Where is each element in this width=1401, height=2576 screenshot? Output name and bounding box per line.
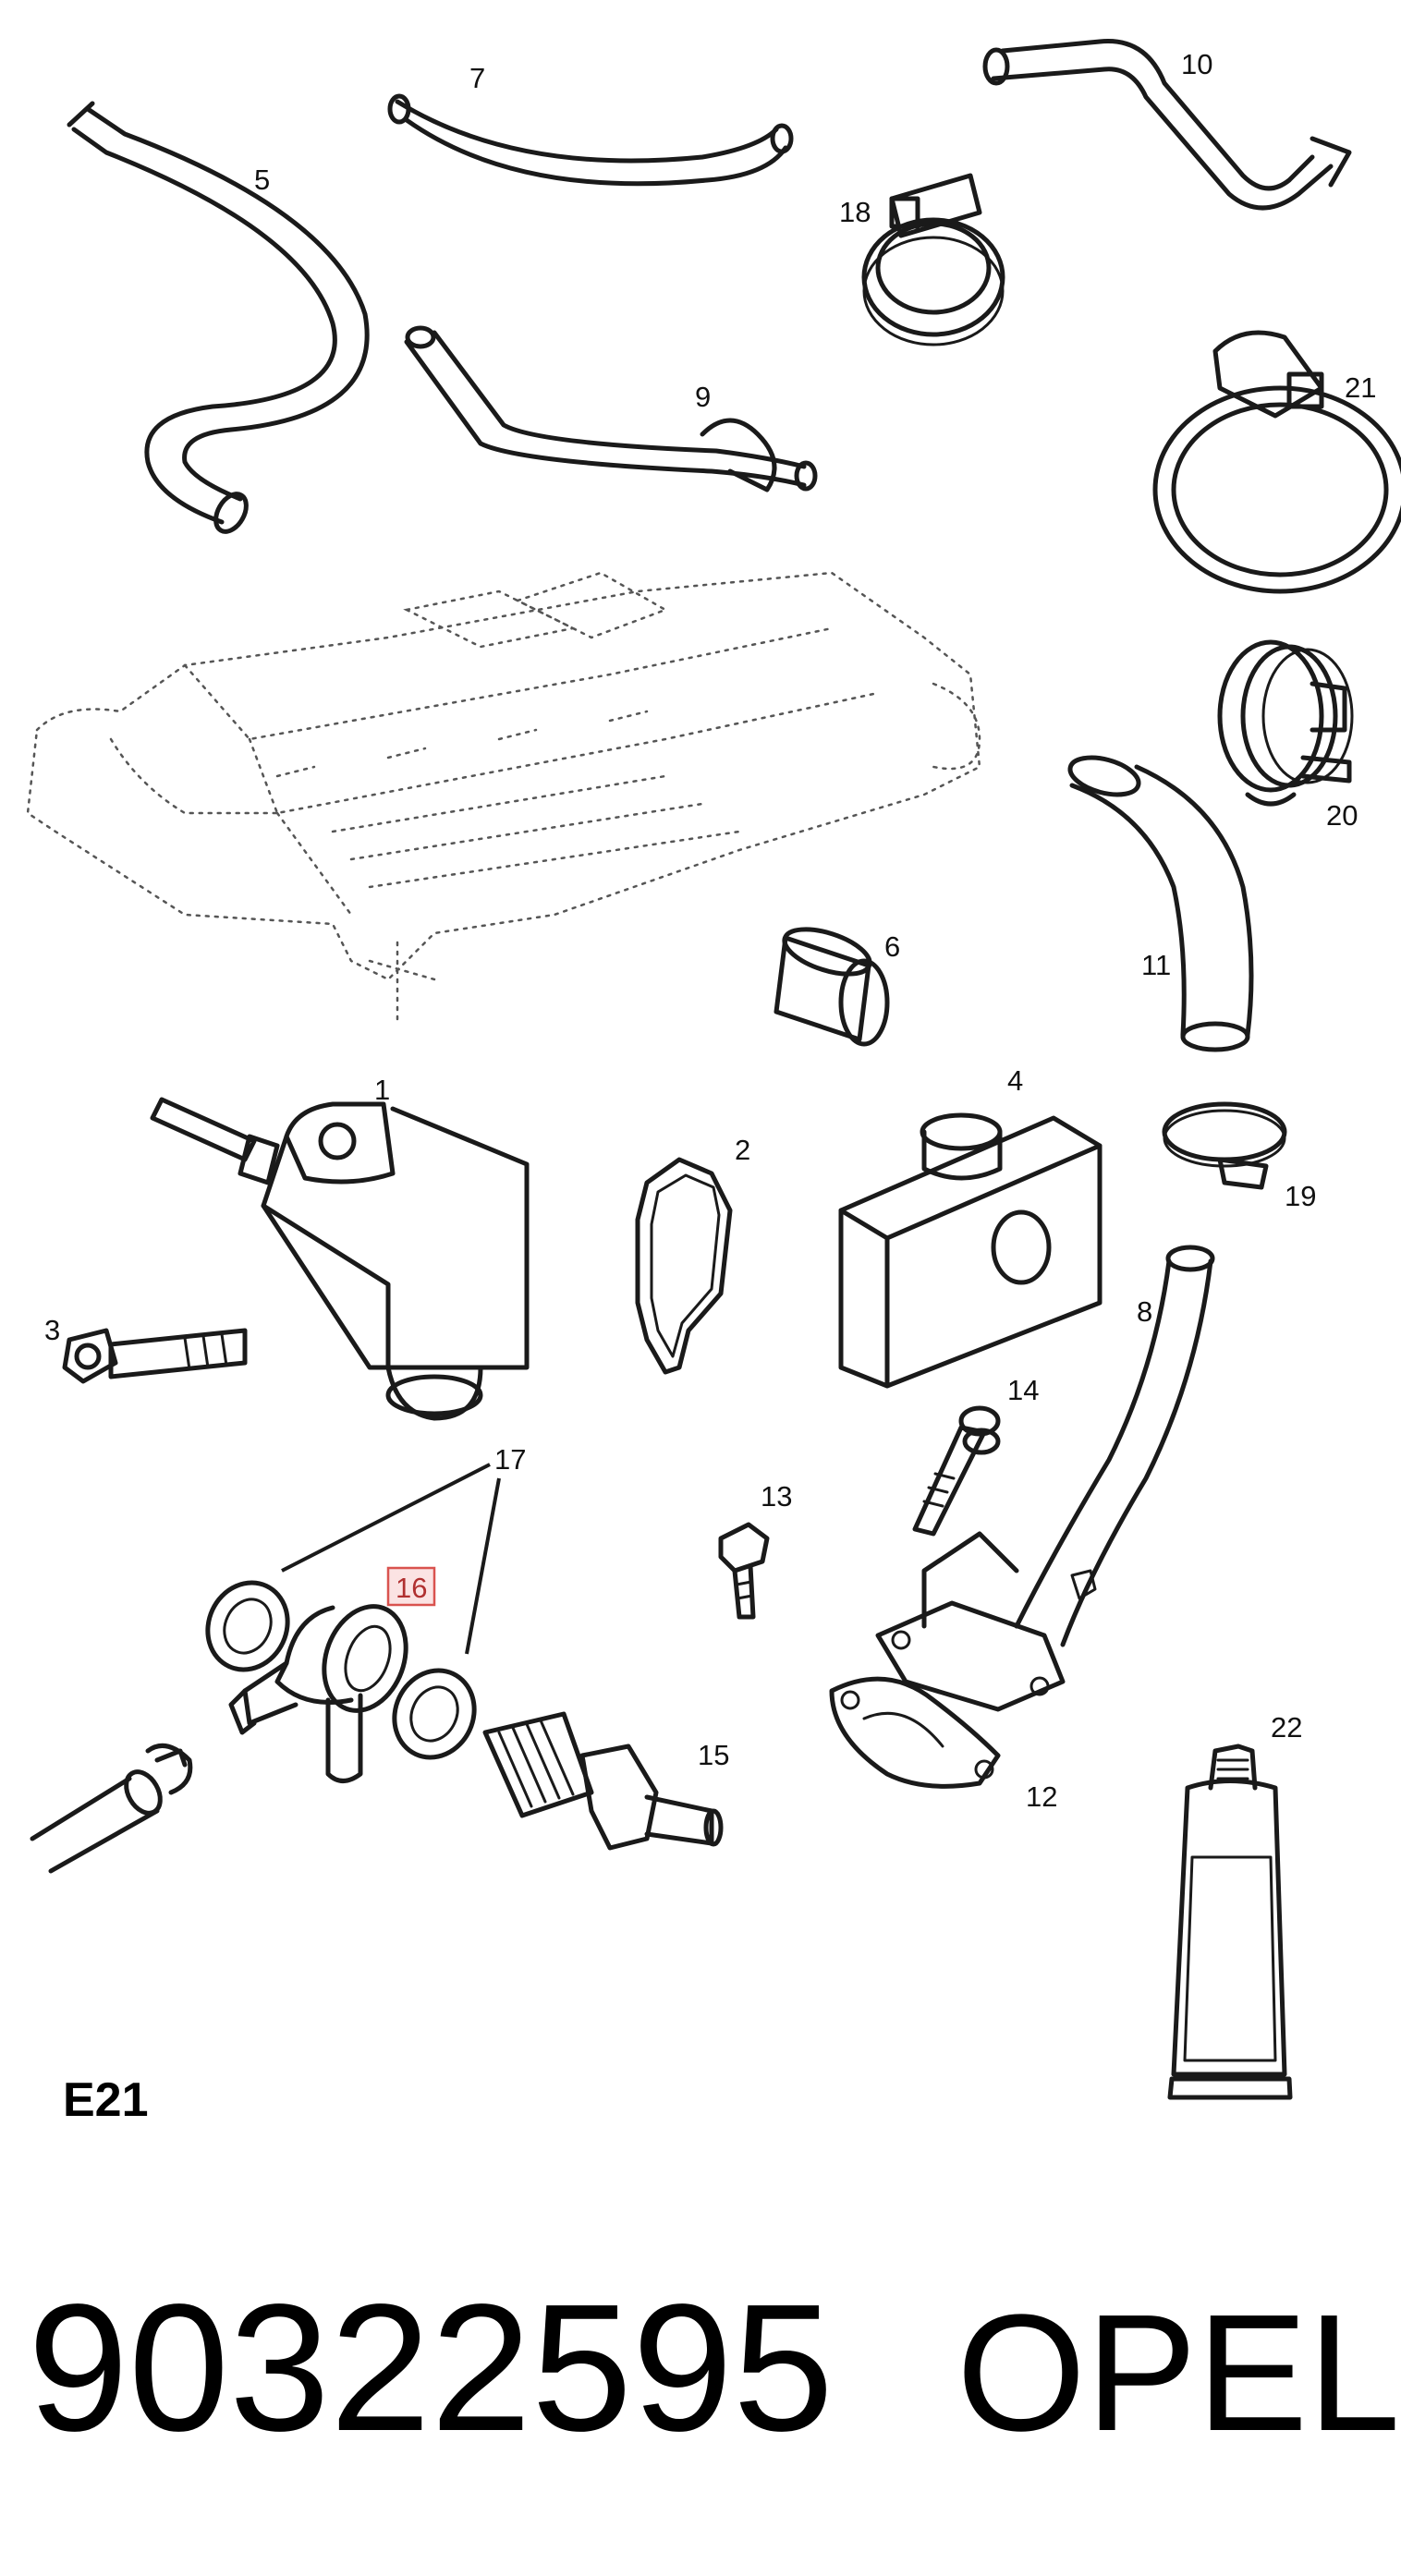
thermostat-housing-part-1 [150,1097,530,1421]
callout-7: 7 [469,62,485,94]
clamp-part-20 [1217,639,1354,807]
clamp-part-21 [1152,330,1401,594]
bolt-part-14 [912,1405,1001,1537]
section-code: E21 [63,2073,149,2127]
callout-5: 5 [254,164,270,196]
hose-part-11 [1067,755,1254,1052]
hose-part-5 [67,101,370,534]
hose-part-7 [387,93,794,187]
gasket-part-12 [829,1676,1001,1789]
washer-part-17 [205,1580,477,1760]
callout-2: 2 [735,1134,750,1166]
callout-18: 18 [839,196,871,228]
hose-part-10 [982,39,1352,211]
callout-8: 8 [1137,1295,1152,1328]
banjo-fitting-part-16 [228,1604,408,1783]
callout-20: 20 [1326,799,1358,832]
pipe-part-8 [875,1245,1215,1712]
callout-15: 15 [698,1739,729,1771]
callout-17: 17 [494,1443,526,1476]
sleeve-part-6 [774,927,890,1047]
leader-lines [281,1463,501,1655]
callout-1: 1 [374,1074,390,1106]
callout-19: 19 [1285,1180,1316,1212]
reservoir-part-4 [838,1112,1103,1389]
bolt-part-13 [718,1522,770,1620]
callout-6: 6 [884,930,900,963]
callout-10: 10 [1181,48,1212,80]
callout-22: 22 [1271,1711,1302,1744]
callout-4: 4 [1007,1064,1023,1097]
sealant-tube-part-22 [1167,1744,1293,2100]
engine-outline [26,571,981,1027]
brand-name: OPEL [956,2280,1400,2466]
clip-fragment [1070,1569,1097,1600]
callout-21: 21 [1345,371,1376,404]
callout-9: 9 [695,381,711,413]
callout-14: 14 [1007,1374,1039,1406]
clamp-part-19 [1162,1101,1287,1190]
part-number: 90322595 [28,2266,834,2469]
hose-part-9 [404,325,818,492]
hose-fragment [30,1743,193,1874]
callout-16: 16 [396,1572,427,1604]
callout-16-highlight: 16 [386,1566,436,1607]
clamp-part-18 [861,173,1005,346]
bolt-part-3 [62,1328,248,1384]
callout-3: 3 [44,1314,60,1346]
callout-12: 12 [1026,1780,1057,1813]
callout-13: 13 [761,1480,792,1513]
sensor-part-15 [482,1711,724,1851]
callout-11: 11 [1141,949,1171,981]
gasket-part-2 [635,1157,733,1375]
